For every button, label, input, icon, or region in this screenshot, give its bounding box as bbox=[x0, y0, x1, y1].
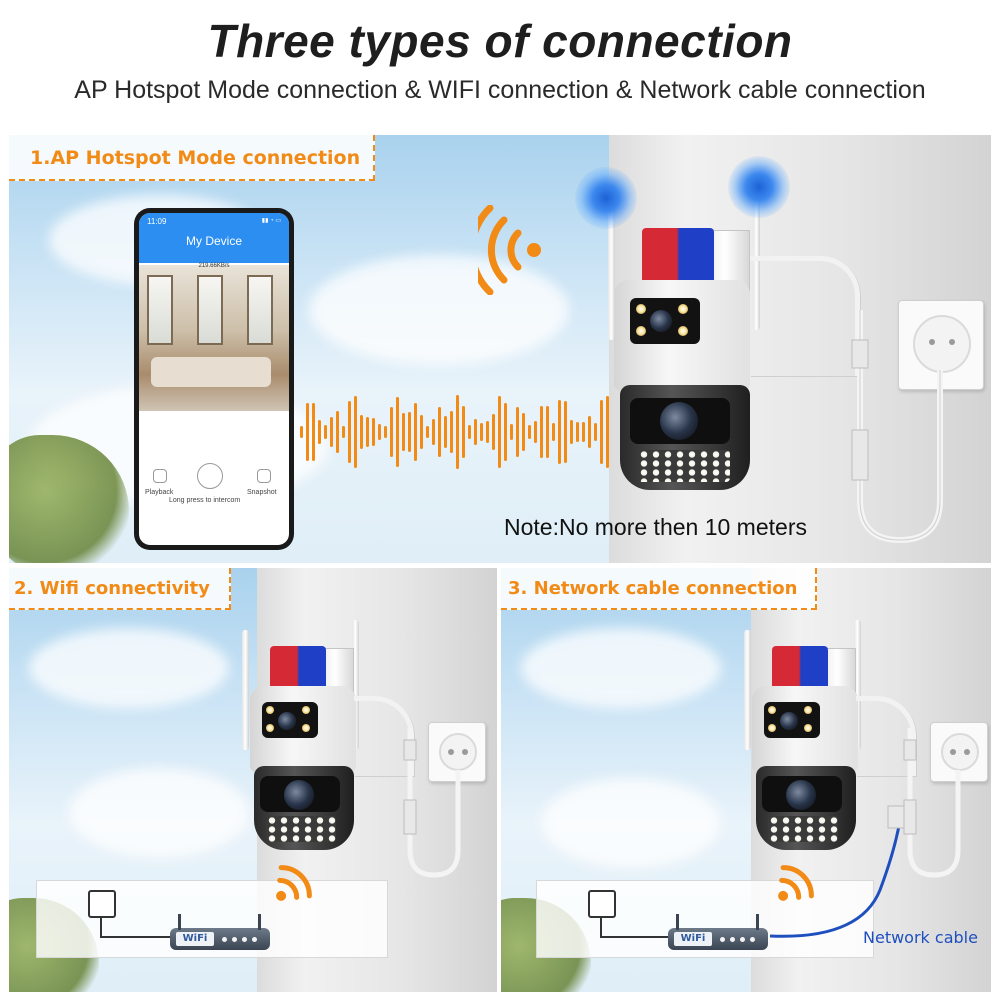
waveform-bar bbox=[498, 396, 501, 468]
waveform-bar bbox=[414, 402, 417, 462]
stream-speed: 219.66KB/s bbox=[198, 263, 230, 269]
waveform-bar bbox=[582, 422, 585, 442]
ethernet-cable bbox=[769, 805, 905, 938]
waveform-bar bbox=[516, 406, 519, 458]
waveform-bar bbox=[606, 395, 609, 469]
waveform-bar bbox=[594, 423, 597, 441]
waveform-bar bbox=[528, 425, 531, 439]
waveform-bar bbox=[402, 413, 405, 451]
panel-label-cable: 3. Network cable connection bbox=[508, 578, 798, 599]
router-icon: WiFi bbox=[170, 914, 270, 950]
waveform-bar bbox=[570, 419, 573, 445]
waveform-bar bbox=[576, 421, 579, 443]
wall-socket-icon bbox=[930, 722, 988, 782]
waveform-bar bbox=[426, 425, 429, 439]
router-icon: WiFi bbox=[668, 914, 768, 950]
waveform-bar bbox=[522, 412, 525, 452]
waveform-bar bbox=[492, 413, 495, 450]
waveform-bar bbox=[384, 425, 387, 439]
distance-note: Note:No more then 10 meters bbox=[504, 514, 807, 540]
waveform-bar bbox=[348, 401, 351, 463]
waveform-bar bbox=[390, 406, 393, 458]
live-video-feed[interactable] bbox=[139, 265, 289, 411]
app-header: 11:09 ▮▮ ◔ ▭ My Device bbox=[139, 213, 289, 263]
waveform-bar bbox=[408, 411, 411, 453]
waveform-bar bbox=[300, 426, 303, 438]
waveform-bar bbox=[372, 417, 375, 447]
signal-pulse-icon bbox=[728, 156, 790, 218]
waveform-bar bbox=[306, 402, 309, 462]
floodlight bbox=[638, 450, 730, 482]
app-title: My Device bbox=[185, 234, 242, 248]
siren-light bbox=[642, 228, 714, 280]
playback-icon[interactable] bbox=[153, 469, 167, 483]
waveform-bar bbox=[420, 415, 423, 449]
network-cable-label: Network cable bbox=[863, 928, 978, 947]
waveform-bar bbox=[324, 424, 327, 440]
waveform-bar bbox=[504, 402, 507, 462]
waveform-bar bbox=[432, 418, 435, 446]
power-cable bbox=[903, 728, 961, 878]
status-icons: ▮▮ ◔ ▭ bbox=[261, 218, 281, 224]
page-subtitle: AP Hotspot Mode connection & WIFI connec… bbox=[74, 76, 926, 104]
waveform-bar bbox=[354, 395, 357, 469]
waveform-bar bbox=[600, 400, 603, 464]
waveform-bar bbox=[486, 420, 489, 444]
waveform-bar bbox=[330, 417, 333, 447]
waveform-bar bbox=[558, 399, 561, 465]
power-plug-icon bbox=[588, 890, 616, 918]
waveform-bar bbox=[540, 406, 543, 458]
waveform-bar bbox=[564, 400, 567, 464]
waveform-bar bbox=[396, 397, 399, 467]
waveform-bar bbox=[534, 421, 537, 443]
waveform-bar bbox=[342, 425, 345, 439]
page-title: Three types of connection bbox=[207, 15, 793, 67]
waveform-bar bbox=[360, 414, 363, 450]
playback-label: Playback bbox=[145, 489, 174, 496]
wifi-signal-icon bbox=[478, 205, 541, 295]
snapshot-icon[interactable] bbox=[257, 469, 271, 483]
power-cable bbox=[403, 728, 461, 878]
waveform-bar bbox=[318, 419, 321, 445]
antenna bbox=[608, 200, 615, 340]
wifi-signal-icon bbox=[778, 865, 814, 901]
waveform-bar bbox=[552, 422, 555, 442]
waveform-bar bbox=[468, 424, 471, 440]
audio-waveform bbox=[300, 392, 620, 472]
waveform-bar bbox=[378, 423, 381, 441]
router-label: WiFi bbox=[674, 932, 712, 946]
smartphone: 11:09 ▮▮ ◔ ▭ My Device 219.66KB/s Playba… bbox=[134, 208, 294, 550]
waveform-bar bbox=[588, 415, 591, 449]
power-plug-icon bbox=[88, 890, 116, 918]
waveform-bar bbox=[510, 423, 513, 441]
waveform-bar bbox=[438, 407, 441, 457]
signal-pulse-icon bbox=[575, 167, 637, 229]
power-cable bbox=[851, 310, 943, 544]
snapshot-label: Snapshot bbox=[247, 489, 277, 496]
waveform-bar bbox=[480, 422, 483, 442]
waveform-bar bbox=[462, 406, 465, 458]
router-label: WiFi bbox=[176, 932, 214, 946]
phone-time: 11:09 bbox=[147, 217, 167, 226]
waveform-bar bbox=[474, 419, 477, 445]
waveform-bar bbox=[450, 410, 453, 454]
waveform-bar bbox=[546, 406, 549, 458]
wifi-signal-icon bbox=[276, 865, 312, 901]
waveform-bar bbox=[336, 411, 339, 453]
waveform-bar bbox=[312, 402, 315, 461]
phone-screen: 11:09 ▮▮ ◔ ▭ My Device 219.66KB/s Playba… bbox=[139, 213, 289, 545]
panel-label-wifi: 2. Wifi connectivity bbox=[14, 578, 210, 599]
waveform-bar bbox=[444, 415, 447, 449]
waveform-bar bbox=[366, 417, 369, 447]
panel-label-ap: 1.AP Hotspot Mode connection bbox=[30, 147, 361, 169]
intercom-label: Long press to intercom bbox=[169, 497, 241, 504]
waveform-bar bbox=[456, 395, 459, 469]
microphone-icon[interactable] bbox=[197, 463, 223, 489]
